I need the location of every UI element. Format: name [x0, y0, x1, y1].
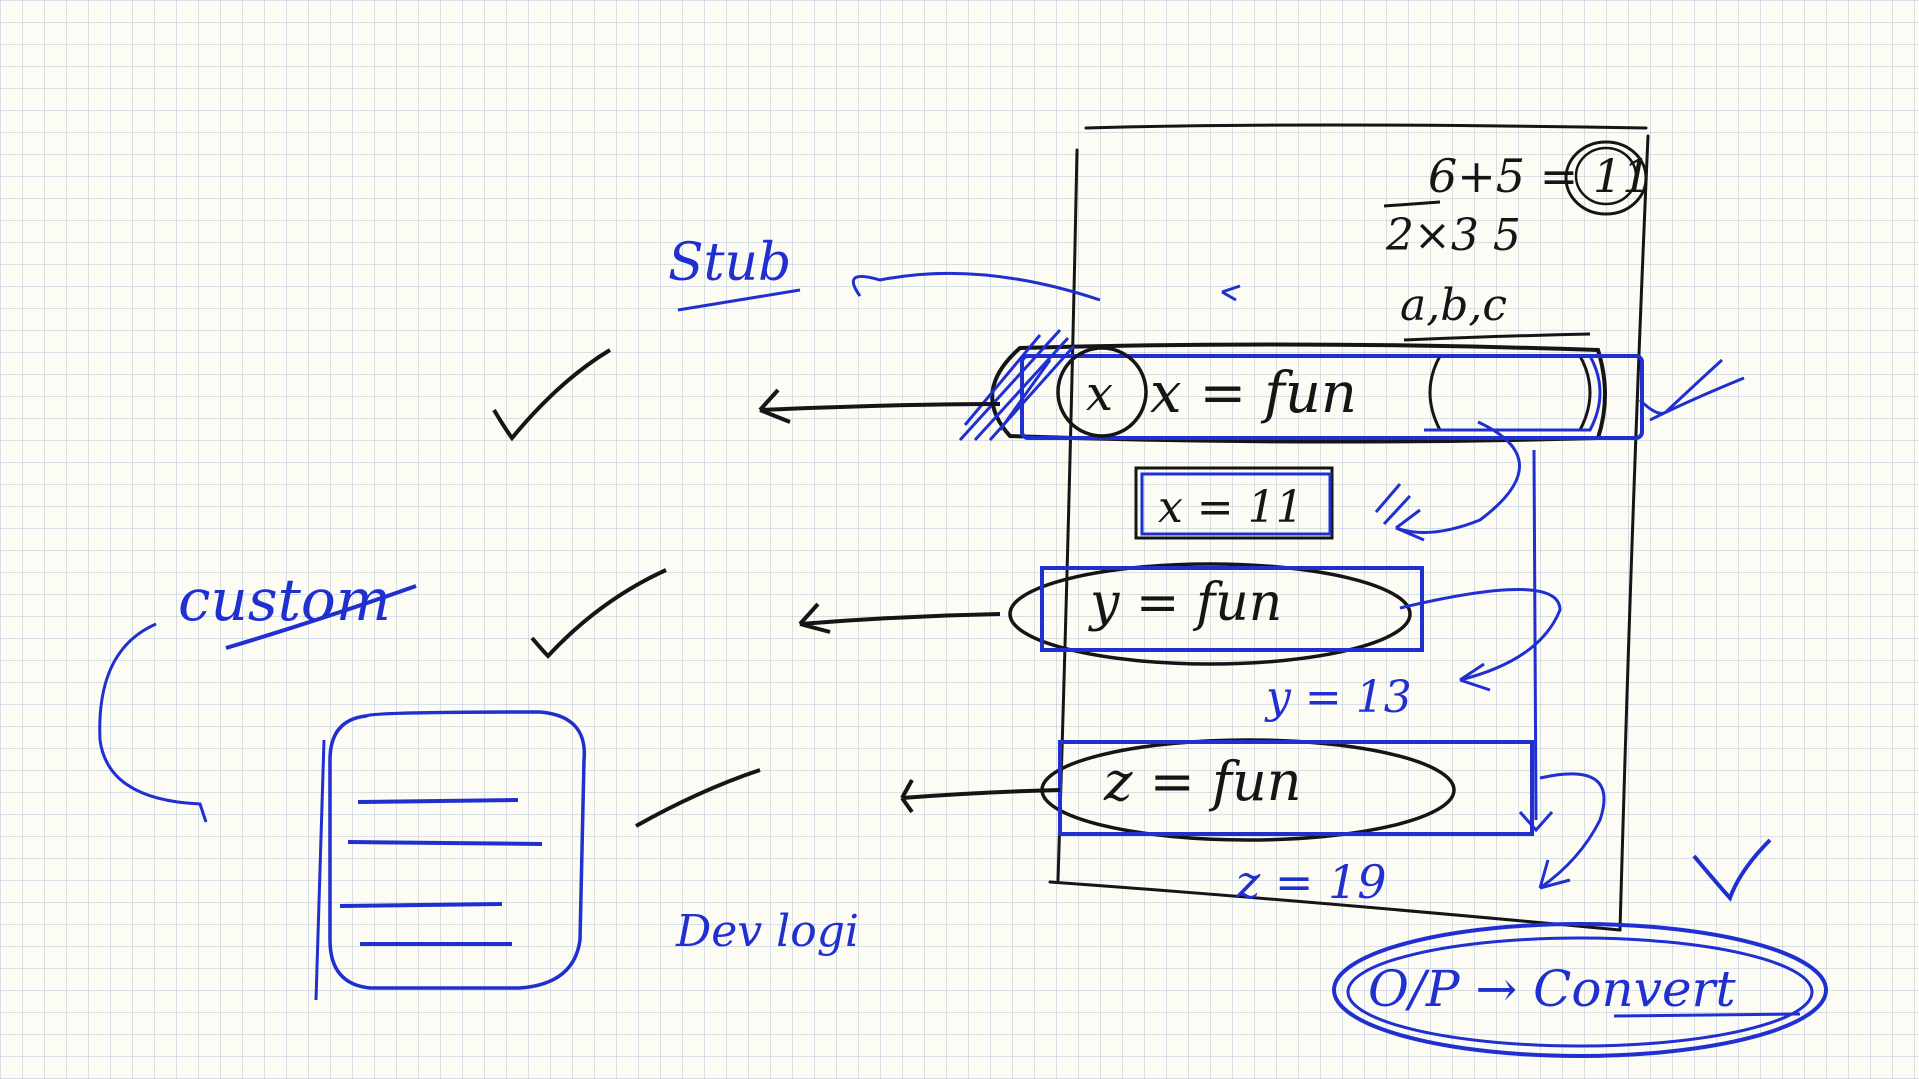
y-ellipse — [1008, 562, 1412, 666]
y-function-row: y = fun — [1008, 562, 1424, 666]
x-variable-circle — [1056, 346, 1148, 438]
result-arrow-3 — [1539, 772, 1606, 890]
x-function-row: x x = fun — [958, 328, 1745, 444]
check-black-2 — [530, 568, 667, 659]
args-box — [1424, 354, 1602, 432]
result-circle — [1564, 140, 1648, 216]
result-arrow-2 — [1399, 588, 1562, 682]
strike-line — [1383, 200, 1441, 208]
check-black-1 — [492, 348, 612, 442]
custom-doc-card — [328, 710, 587, 990]
calc-sum-group: 6+5 = 11 — [1428, 140, 1651, 216]
doc-line — [357, 798, 519, 804]
z-highlight-box — [1058, 740, 1534, 836]
doc-line — [347, 840, 543, 846]
z-left-arrow — [901, 788, 1061, 800]
result-arrow-1 — [1395, 420, 1521, 534]
dev-logic-label: Dev logi — [675, 906, 859, 957]
y-highlight-box — [1040, 566, 1424, 652]
stub-label: Stub — [668, 233, 791, 293]
z-function-row: z = fun — [1040, 738, 1534, 842]
check-blue-1 — [1638, 358, 1745, 422]
hatch-scribble — [958, 328, 1076, 442]
params-text: a,b,c — [1400, 280, 1507, 331]
stub-underline — [677, 288, 801, 312]
flow-line — [1518, 449, 1554, 833]
check-black-3 — [635, 768, 761, 828]
x-result-text: x = 11 — [1158, 482, 1304, 533]
y-left-arrow — [799, 612, 1001, 626]
output-text: O/P → Convert — [1368, 960, 1736, 1018]
params-underline — [1403, 332, 1591, 342]
stub-arrow — [851, 271, 1101, 302]
calc-sum-text: 6+5 = 11 — [1428, 149, 1651, 203]
z-equation-text: z = fun — [1103, 750, 1302, 813]
output-convert-group: O/P → Convert — [1332, 922, 1828, 1058]
x-left-arrow — [759, 402, 1001, 412]
x-equation-text: x = fun — [1150, 361, 1357, 426]
x-result-box — [1134, 466, 1334, 540]
output-ellipse-outer — [1332, 922, 1828, 1058]
z-result-text: z = 19 — [1235, 855, 1387, 909]
check-blue-big — [1692, 838, 1772, 902]
output-ellipse-inner — [1346, 936, 1814, 1048]
calc-mult-text: 2×3 5 — [1385, 210, 1521, 261]
custom-arrow — [98, 622, 208, 823]
y-equation-text: y = fun — [1088, 573, 1282, 633]
doc-line — [339, 902, 503, 908]
custom-label: custom — [178, 566, 391, 634]
x-var-mark: x — [1086, 366, 1113, 422]
custom-underline — [225, 584, 417, 650]
y-result-text: y = 13 — [1264, 672, 1412, 723]
